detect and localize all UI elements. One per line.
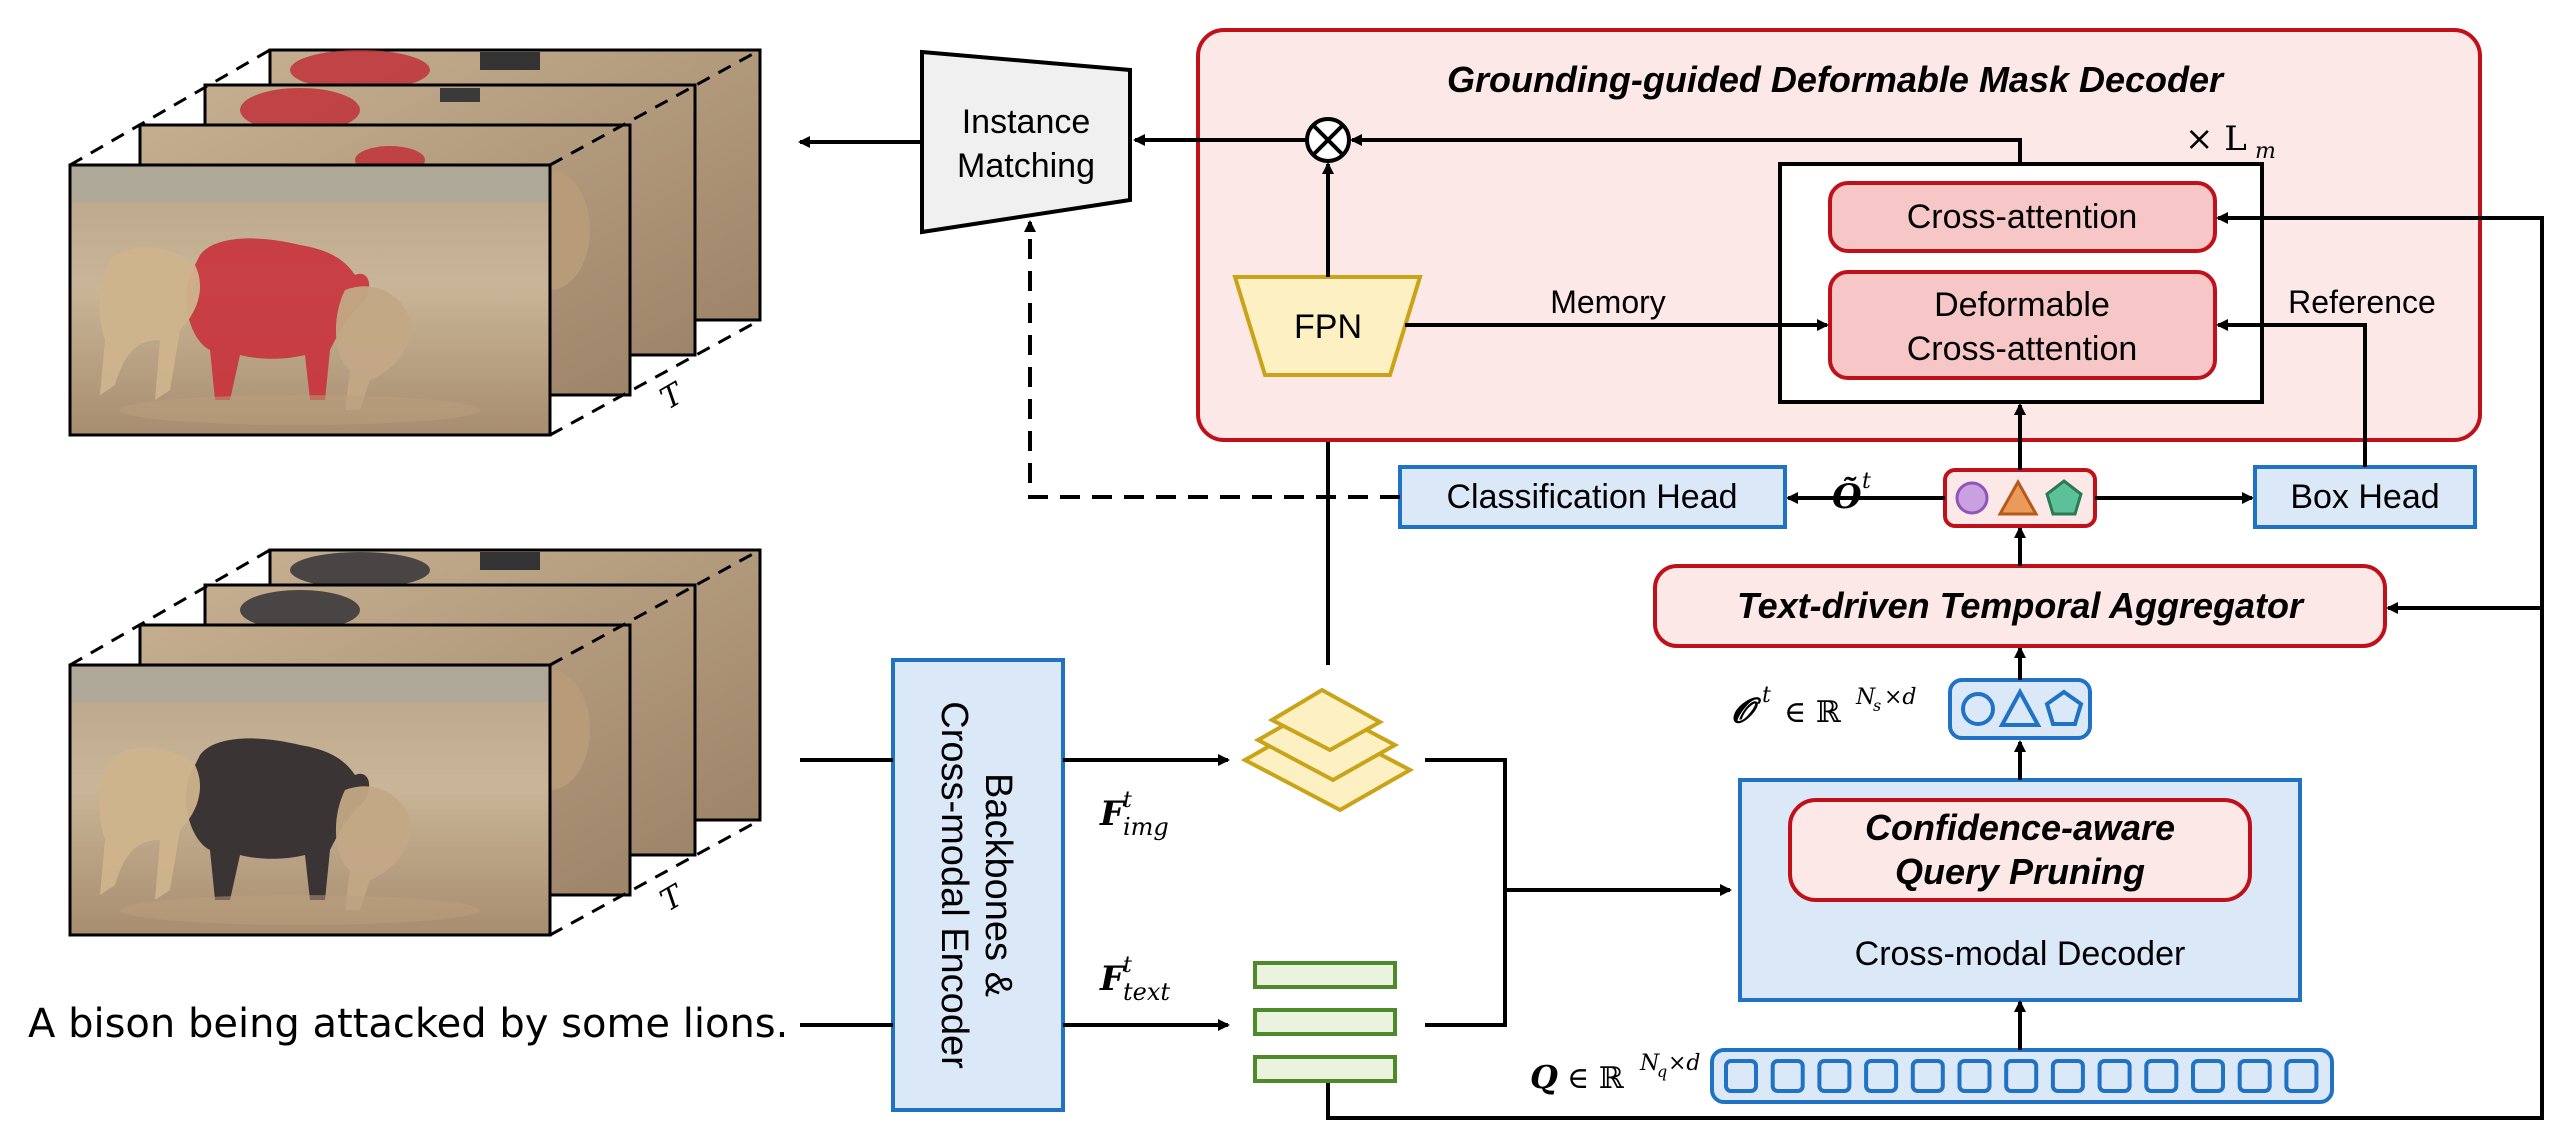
cross-attention-box [1828, 181, 2217, 253]
aggregated-query-label: Õ t [1832, 469, 1871, 517]
masked-video-stack: T [68, 48, 762, 437]
svg-text:s: s [1873, 696, 1881, 715]
svg-text:N: N [1639, 1051, 1660, 1076]
reference-label: Reference [2288, 284, 2436, 320]
svg-text:F: F [1099, 794, 1127, 834]
text-feature-loop-line [1326, 212, 2544, 1120]
caption-text: A bison being attacked by some lions. [28, 1001, 788, 1047]
fpn-label: FPN [1294, 308, 1362, 346]
img-to-decoder-line [1425, 758, 1507, 890]
svg-text:t: t [1123, 953, 1132, 978]
video-frame-front [68, 163, 552, 437]
pruned-query-label: 𝓞 t ∈ ℝ N s ×d [1732, 683, 1917, 731]
query-square [1770, 1059, 1805, 1093]
backbone-label-line1: Backbones & [977, 773, 1019, 997]
query-square [2144, 1059, 2179, 1093]
text-to-decoder-line [1425, 890, 1507, 1027]
query-squares [1724, 1059, 2319, 1093]
svg-text:t: t [1862, 469, 1871, 494]
query-pruning-line1: Confidence-aware [1865, 807, 2175, 848]
box-head-label: Box Head [2290, 478, 2439, 516]
classification-head-block: Classification Head [1398, 465, 1787, 529]
temporal-aggregator-block: Text-driven Temporal Aggregator [1653, 564, 2387, 648]
svg-text:𝓞: 𝓞 [1732, 691, 1762, 731]
svg-text:q: q [1657, 1062, 1667, 1081]
svg-text:m: m [2255, 139, 2276, 164]
query-square [2004, 1059, 2039, 1093]
input-frame-front [68, 663, 552, 937]
memory-label: Memory [1550, 284, 1666, 320]
aggregated-query-set-icon [1943, 468, 2097, 528]
backbone-encoder-block: Backbones & Cross-modal Encoder [891, 658, 1065, 1112]
mask-decoder-title: Grounding-guided Deformable Mask Decoder [1447, 59, 2225, 100]
query-square [1864, 1059, 1899, 1093]
svg-text:∈ ℝ: ∈ ℝ [1567, 1061, 1625, 1096]
query-square [1910, 1059, 1945, 1093]
query-square [2284, 1059, 2319, 1093]
box-head-block: Box Head [2253, 465, 2477, 529]
svg-text:t: t [1123, 788, 1132, 813]
classification-head-label: Classification Head [1446, 478, 1737, 516]
img-feature-label: F t img [1099, 788, 1169, 841]
pruned-query-set-icon [1948, 678, 2092, 740]
svg-text:×d: ×d [1884, 685, 1917, 710]
svg-text:img: img [1123, 813, 1169, 841]
deformable-attention-line1: Deformable [1934, 286, 2110, 324]
classification-to-matching-dashed [1024, 220, 1400, 499]
layer-to-multiply-arrow [1350, 134, 2022, 164]
query-square [2097, 1059, 2132, 1093]
instance-matching-line1: Instance [962, 103, 1091, 141]
backbone-label-line2: Cross-modal Encoder [933, 701, 975, 1069]
svg-text:×d: ×d [1668, 1051, 1701, 1076]
instance-matching-line2: Matching [957, 147, 1095, 185]
cross-attention-label: Cross-attention [1907, 198, 2138, 236]
svg-text:× L: × L [2185, 119, 2247, 159]
svg-text:text: text [1123, 978, 1170, 1006]
query-pruning-box [1788, 798, 2252, 902]
time-label-top: T [655, 376, 692, 417]
layer-repeat-label: × L m [2185, 119, 2276, 164]
instance-matching-block: Instance Matching [920, 49, 1132, 235]
cross-modal-decoder-block: Confidence-aware Query Pruning Cross-mod… [1738, 778, 2302, 1002]
text-feature-label: F t text [1099, 953, 1170, 1006]
svg-text:t: t [1762, 683, 1771, 708]
query-square [1817, 1059, 1852, 1093]
time-label-bottom: T [655, 878, 692, 919]
query-square [1724, 1059, 1758, 1093]
query-square [1957, 1059, 1992, 1093]
svg-text:∈ ℝ: ∈ ℝ [1784, 695, 1842, 730]
query-square [2050, 1059, 2085, 1093]
multiply-icon [1305, 117, 1351, 163]
bison-figure [186, 738, 370, 900]
cross-modal-decoder-label: Cross-modal Decoder [1855, 935, 2186, 973]
svg-text:F: F [1099, 959, 1127, 999]
query-pruning-line2: Query Pruning [1895, 851, 2145, 892]
svg-text:𝑸: 𝑸 [1530, 1058, 1558, 1096]
mask-decoder-block: Grounding-guided Deformable Mask Decoder… [1133, 28, 2482, 442]
query-square [2191, 1059, 2225, 1093]
input-video-stack: T [68, 548, 762, 937]
svg-text:N: N [1855, 685, 1876, 710]
image-feature-pyramid-icon [1240, 687, 1415, 813]
query-label: 𝑸 ∈ ℝ N q ×d [1530, 1051, 1701, 1096]
box-head-to-deformable-arrow [2216, 319, 2367, 467]
temporal-aggregator-label: Text-driven Temporal Aggregator [1737, 585, 2305, 626]
deformable-attention-line2: Cross-attention [1907, 330, 2138, 368]
deformable-attention-box [1828, 270, 2217, 380]
fpn-block: FPN [1232, 275, 1423, 377]
text-feature-bars-icon [1253, 961, 1397, 1083]
bison-mask [186, 238, 370, 400]
query-square [2237, 1059, 2272, 1093]
